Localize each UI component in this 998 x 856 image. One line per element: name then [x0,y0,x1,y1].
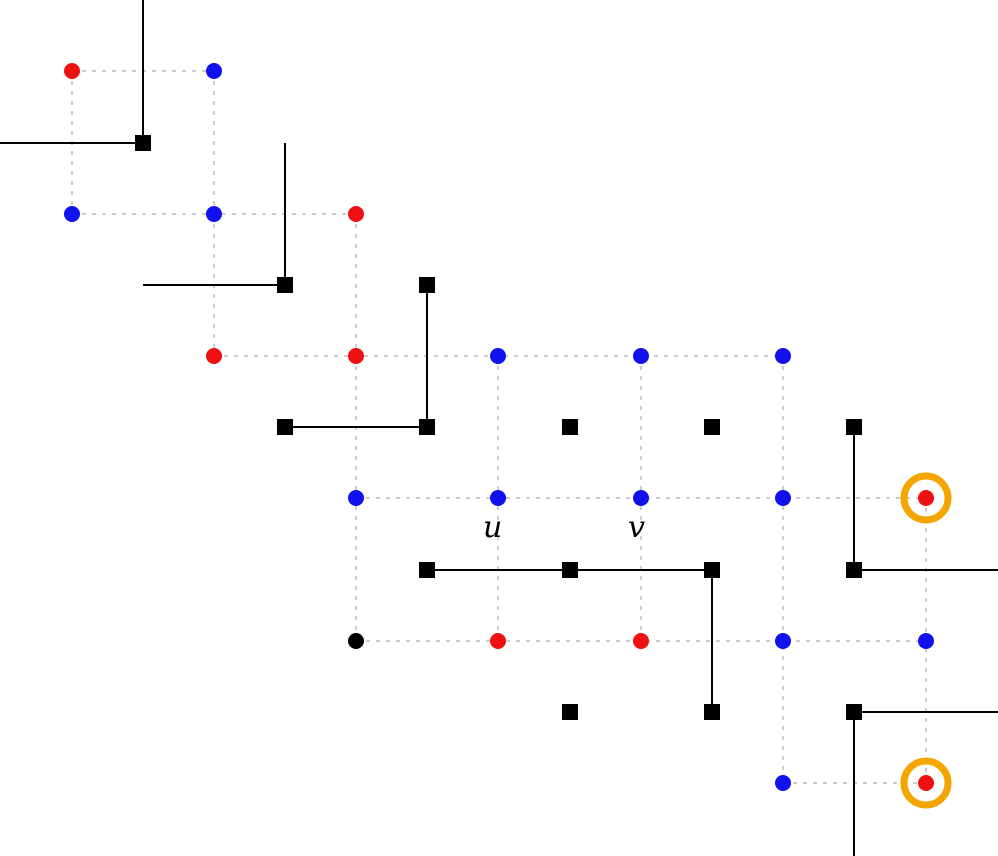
red-node [348,206,364,222]
blue-node [206,63,222,79]
blue-node [64,206,80,222]
circle-nodes [64,63,934,791]
blue-node [775,348,791,364]
red-node [633,633,649,649]
blue-node [633,348,649,364]
label-v: v [628,510,645,545]
blue-node [490,490,506,506]
red-node [918,775,934,791]
square-node [704,562,720,578]
dashed-edges [71,70,927,784]
square-node [562,419,578,435]
blue-node [348,490,364,506]
red-node [64,63,80,79]
square-node [562,704,578,720]
square-node [419,277,435,293]
square-nodes [135,135,862,720]
square-node [846,562,862,578]
blue-node [775,490,791,506]
blue-node [775,775,791,791]
square-node [277,419,293,435]
red-node [918,490,934,506]
square-node [846,704,862,720]
square-node [419,419,435,435]
square-node [704,419,720,435]
square-node [846,419,862,435]
square-node [277,277,293,293]
label-u: u [483,510,502,545]
square-node [419,562,435,578]
red-node [206,348,222,364]
highlight-rings [900,472,952,809]
black-node [348,633,364,649]
red-node [490,633,506,649]
blue-node [633,490,649,506]
red-node [348,348,364,364]
blue-node [490,348,506,364]
square-node [704,704,720,720]
blue-node [206,206,222,222]
highlight-ring [900,472,952,524]
highlight-ring [900,757,952,809]
blue-node [918,633,934,649]
square-node [562,562,578,578]
square-node [135,135,151,151]
blue-node [775,633,791,649]
